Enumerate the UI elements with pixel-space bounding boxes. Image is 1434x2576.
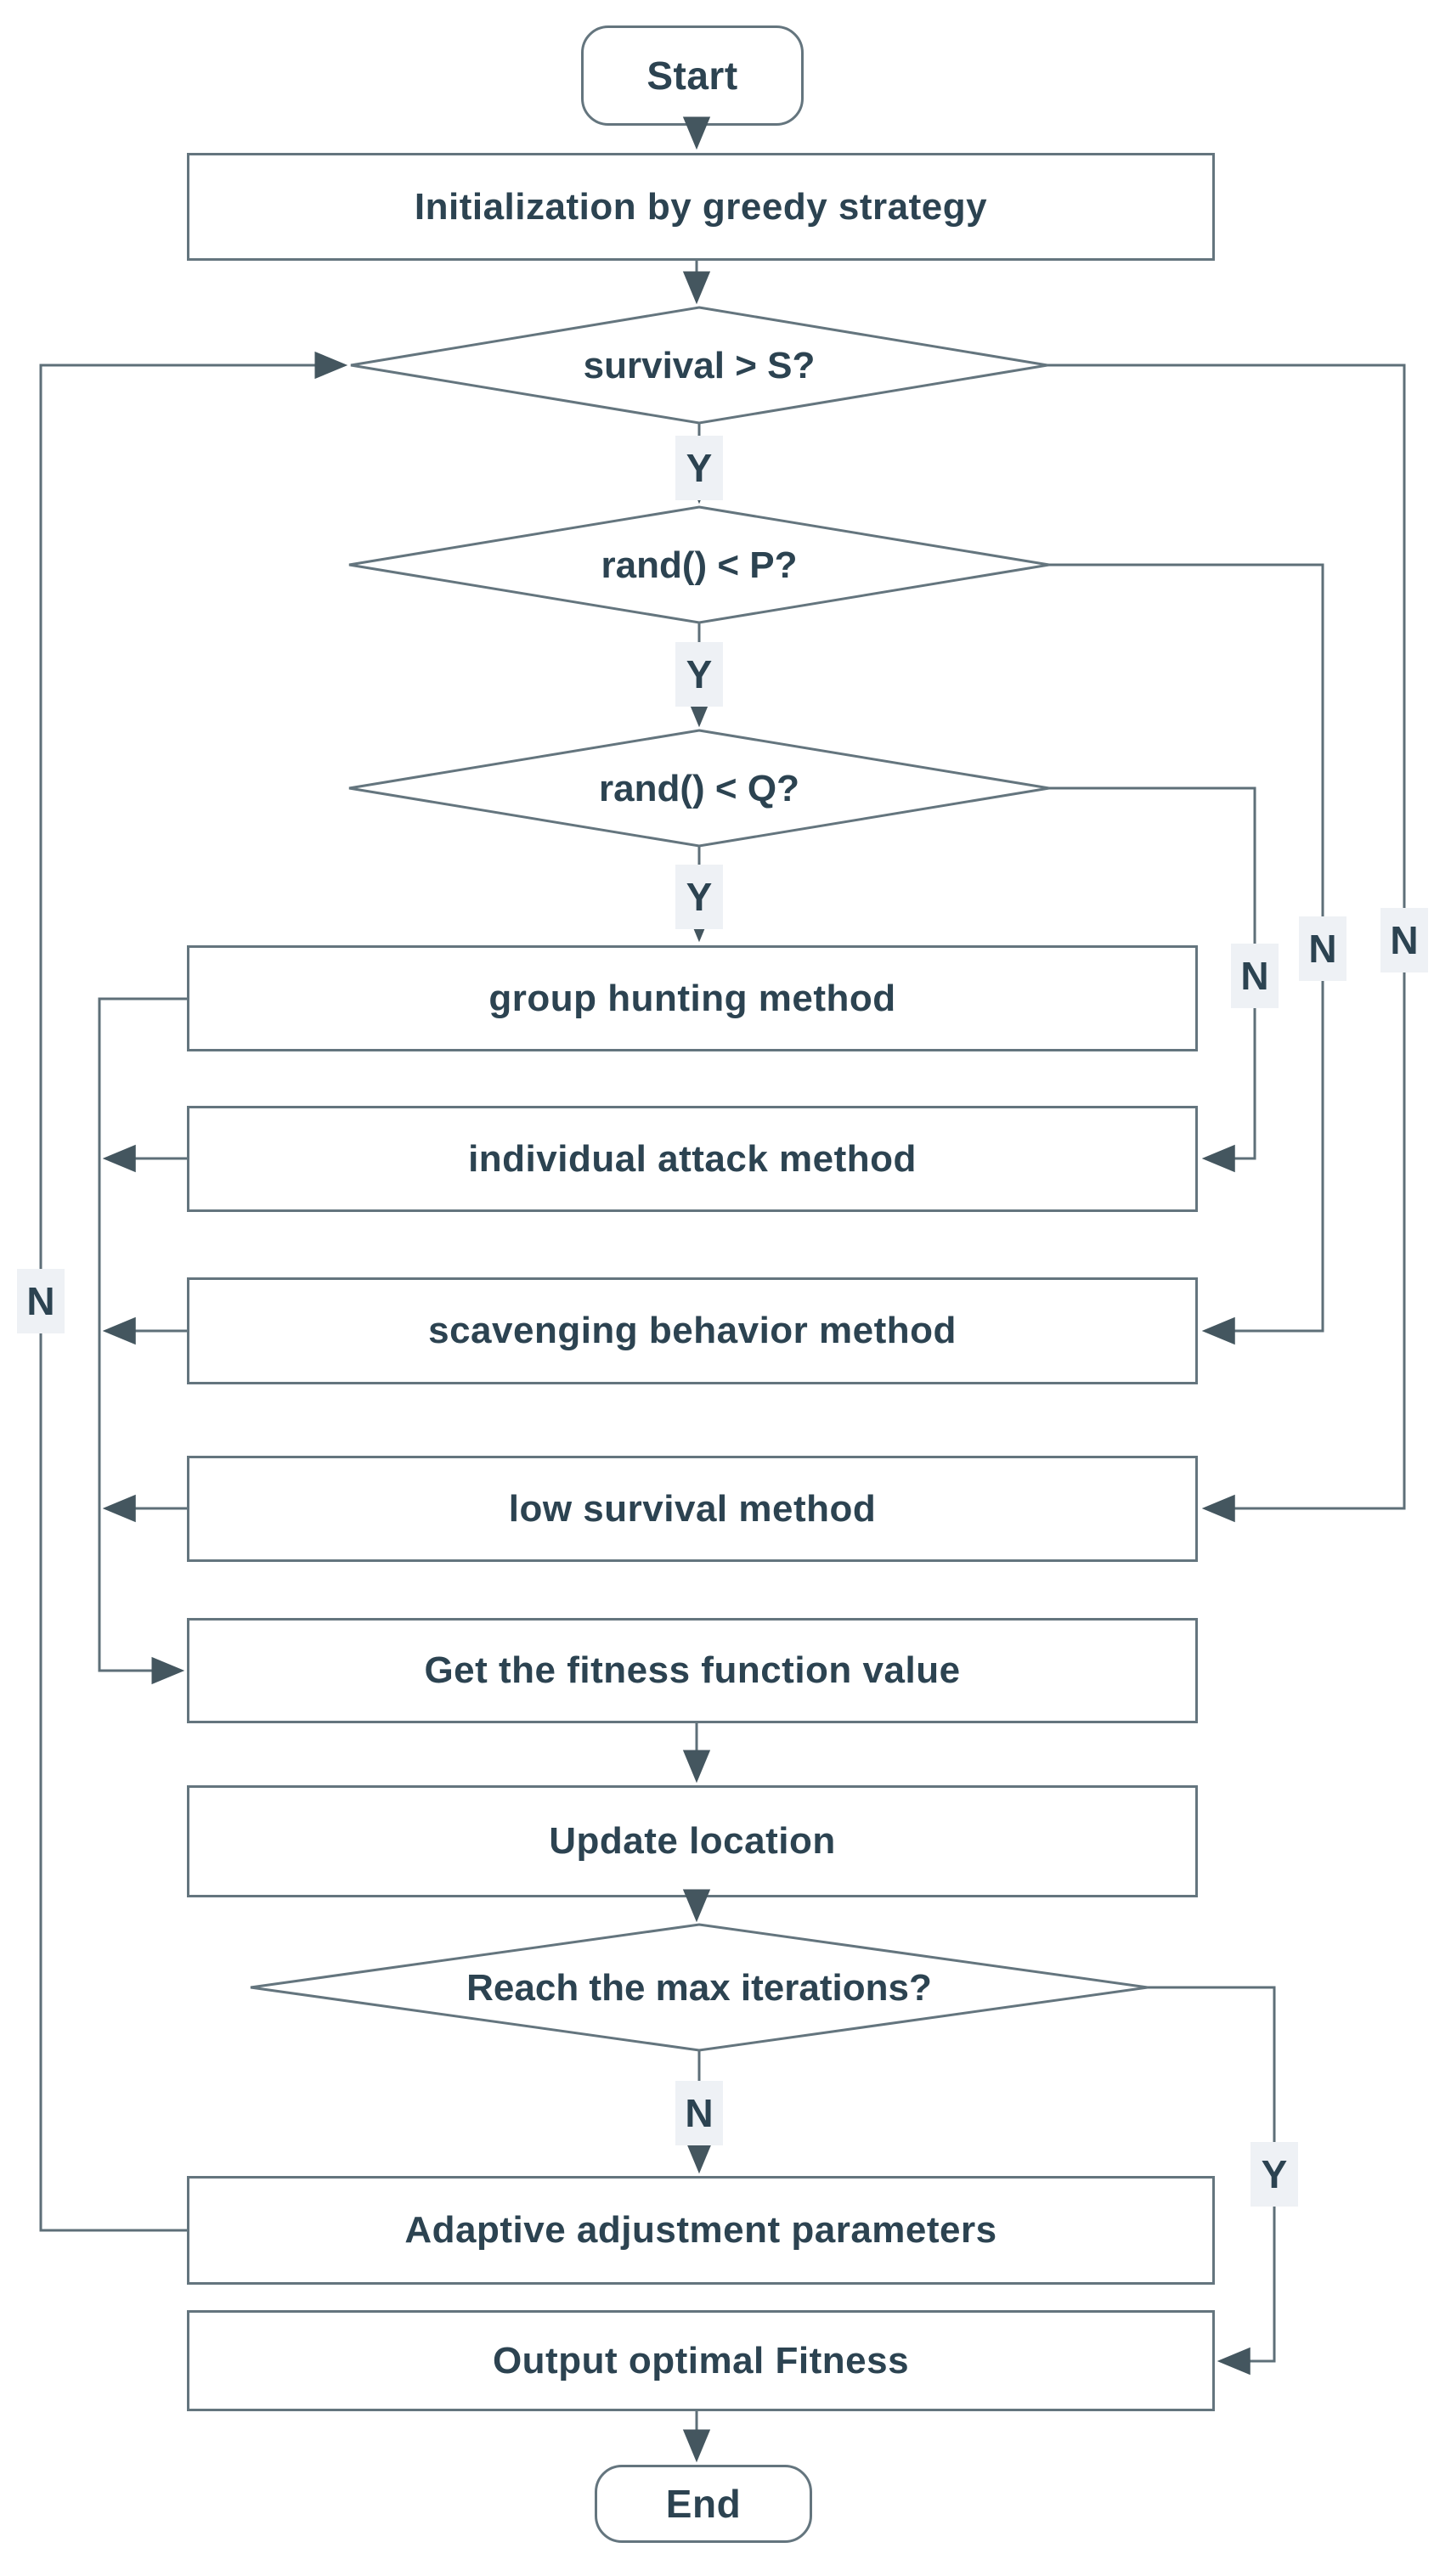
node-start: Start <box>581 25 804 126</box>
decision-max-iterations-shape <box>250 1923 1149 2052</box>
branch-label-rand-p-no: N <box>1299 916 1346 981</box>
edge-methods-to-fitness <box>98 997 187 1685</box>
node-group-hunting: group hunting method <box>187 945 1198 1051</box>
branch-label-rand-q-yes: Y <box>675 865 723 929</box>
decision-rand-q-label: rand() < Q? <box>599 768 799 809</box>
decision-survival-label: survival > S? <box>583 345 816 386</box>
branch-label-max-iterations-no: N <box>675 2081 723 2145</box>
node-adaptive-adjustment: Adaptive adjustment parameters <box>187 2176 1215 2285</box>
branch-label-rand-q-no: N <box>1231 944 1279 1008</box>
node-initialization: Initialization by greedy strategy <box>187 153 1215 261</box>
decision-rand-p-label: rand() < P? <box>601 544 798 586</box>
branch-label-loop-back-no: N <box>17 1269 65 1333</box>
branch-label-survival-no: N <box>1380 908 1428 972</box>
node-low-survival: low survival method <box>187 1456 1198 1562</box>
node-individual-attack: individual attack method <box>187 1106 1198 1212</box>
edge-max-iterations-yes <box>1148 1986 1276 2376</box>
decision-rand-p-shape <box>348 505 1050 624</box>
decision-rand-q-shape <box>348 729 1050 848</box>
branch-label-survival-yes: Y <box>675 436 723 500</box>
node-update-location: Update location <box>187 1785 1198 1897</box>
node-scavenging-behavior: scavenging behavior method <box>187 1277 1198 1384</box>
branch-label-max-iterations-yes: Y <box>1251 2142 1298 2207</box>
branch-label-rand-p-yes: Y <box>675 642 723 707</box>
node-end: End <box>595 2465 812 2543</box>
decision-max-iterations-label: Reach the max iterations? <box>466 1967 932 2009</box>
node-fitness-value: Get the fitness function value <box>187 1618 1198 1723</box>
decision-survival-shape <box>350 306 1048 425</box>
node-output-fitness: Output optimal Fitness <box>187 2310 1215 2411</box>
